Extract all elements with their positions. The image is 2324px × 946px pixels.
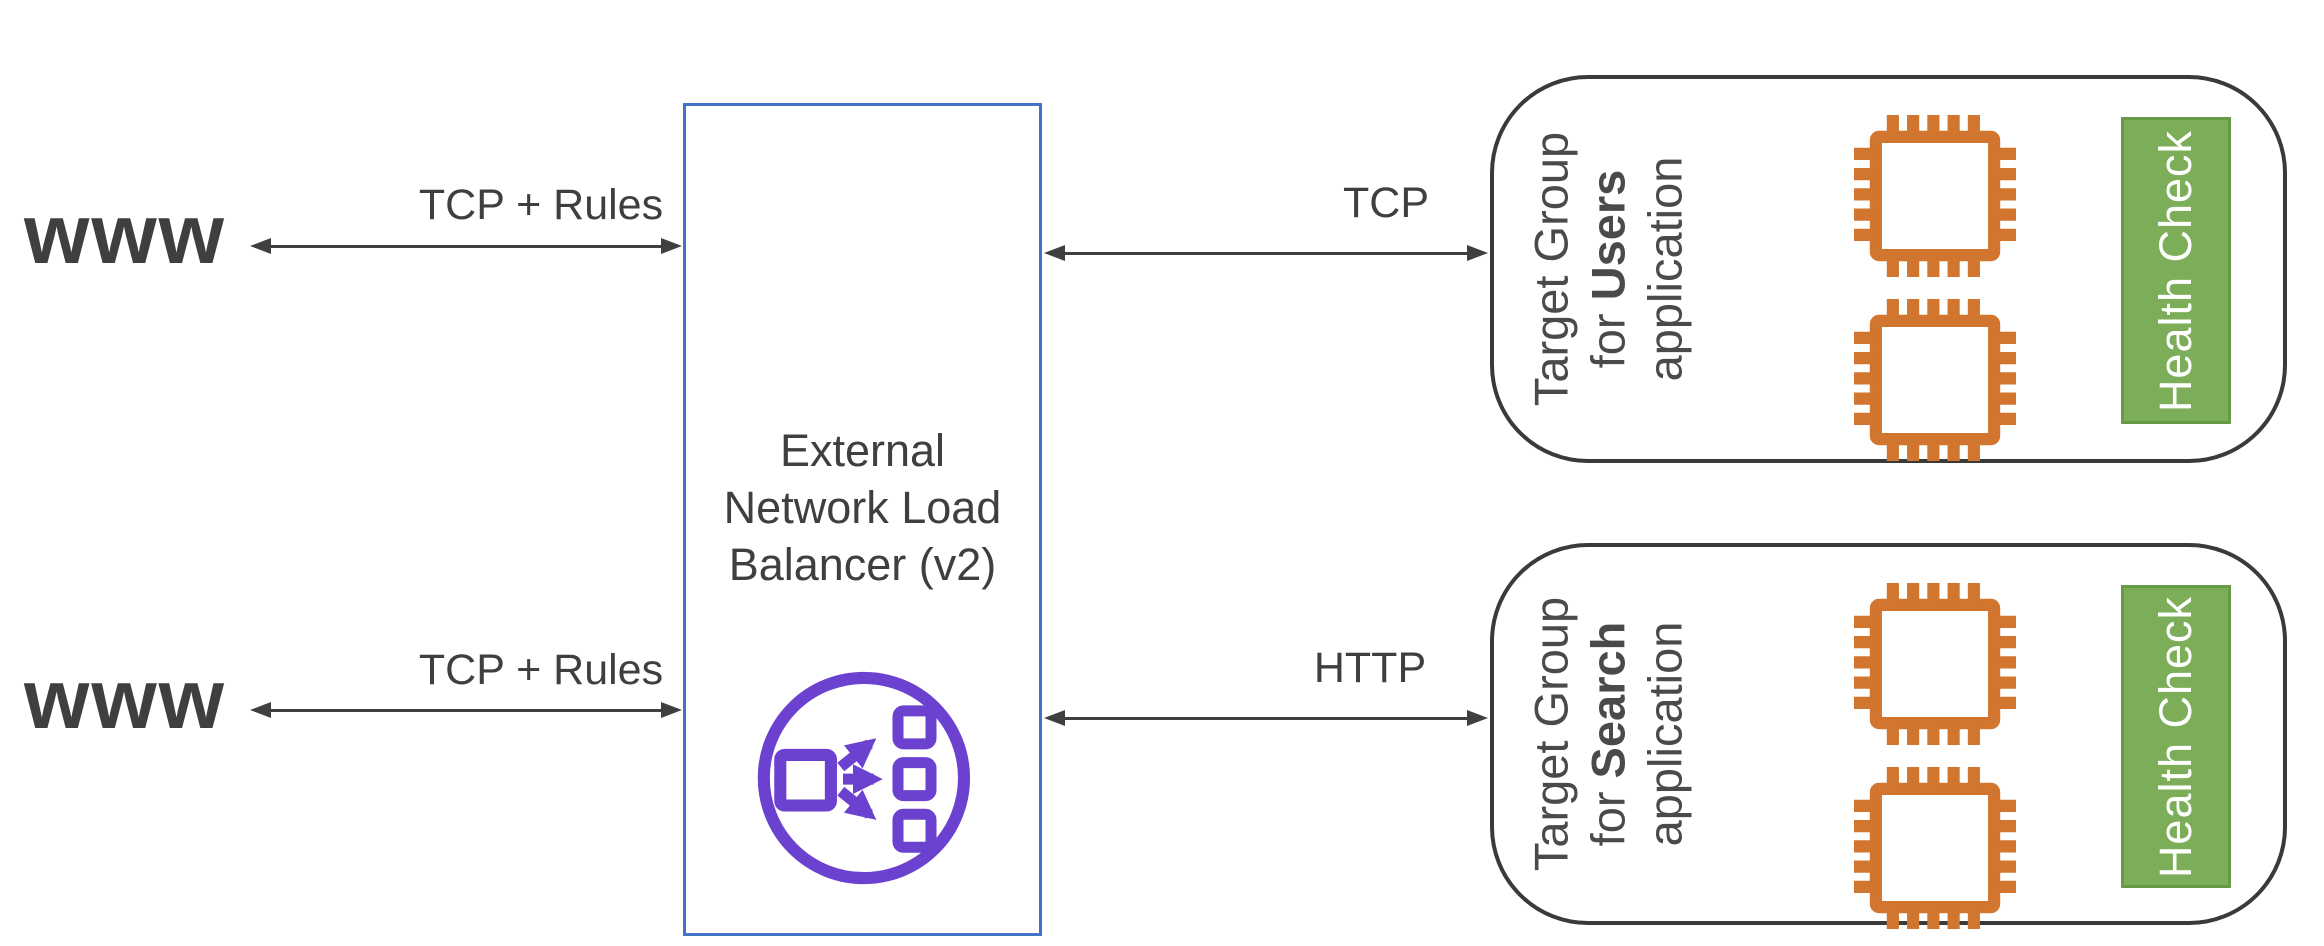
arrowhead-right-icon xyxy=(1467,245,1488,261)
www-client-bottom: www xyxy=(24,652,227,746)
chip-icon xyxy=(1854,767,2016,929)
www-client-top: www xyxy=(24,187,227,281)
chip-icon xyxy=(1854,583,2016,745)
arrowhead-right-icon xyxy=(661,238,682,254)
arrowhead-left-icon xyxy=(250,238,271,254)
chip-icon xyxy=(1854,299,2016,461)
arrow-lb-to-users-group xyxy=(1044,242,1488,264)
health-check-badge-users: Health Check xyxy=(2121,117,2231,424)
target-group-search: Target Group for Search application Heal… xyxy=(1490,543,2287,929)
arrowhead-left-icon xyxy=(1044,245,1065,261)
arrowhead-right-icon xyxy=(1467,710,1488,726)
health-check-badge-search: Health Check xyxy=(2121,585,2231,888)
target-group-users: Target Group for Users application Healt… xyxy=(1490,75,2287,463)
elastic-load-balancer-icon xyxy=(757,671,971,885)
arrowhead-left-icon xyxy=(1044,710,1065,726)
load-balancer-box: External Network Load Balancer (v2) xyxy=(683,103,1042,936)
arrow-www-to-lb-top xyxy=(250,235,682,257)
arrowhead-right-icon xyxy=(661,702,682,718)
connection-label-tcp-rules-bottom: TCP + Rules xyxy=(418,646,664,694)
load-balancer-title: External Network Load Balancer (v2) xyxy=(723,425,1002,591)
connection-label-tcp: TCP xyxy=(1343,179,1429,227)
connection-label-http: HTTP xyxy=(1313,644,1427,692)
target-group-users-label: Target Group for Users application xyxy=(1524,131,1692,407)
arrow-lb-to-search-group xyxy=(1044,707,1488,729)
connection-label-tcp-rules-top: TCP + Rules xyxy=(418,181,664,229)
chip-icon xyxy=(1854,115,2016,277)
target-group-search-label: Target Group for Search application xyxy=(1524,596,1692,872)
arrowhead-left-icon xyxy=(250,702,271,718)
arrow-www-to-lb-bottom xyxy=(250,699,682,721)
